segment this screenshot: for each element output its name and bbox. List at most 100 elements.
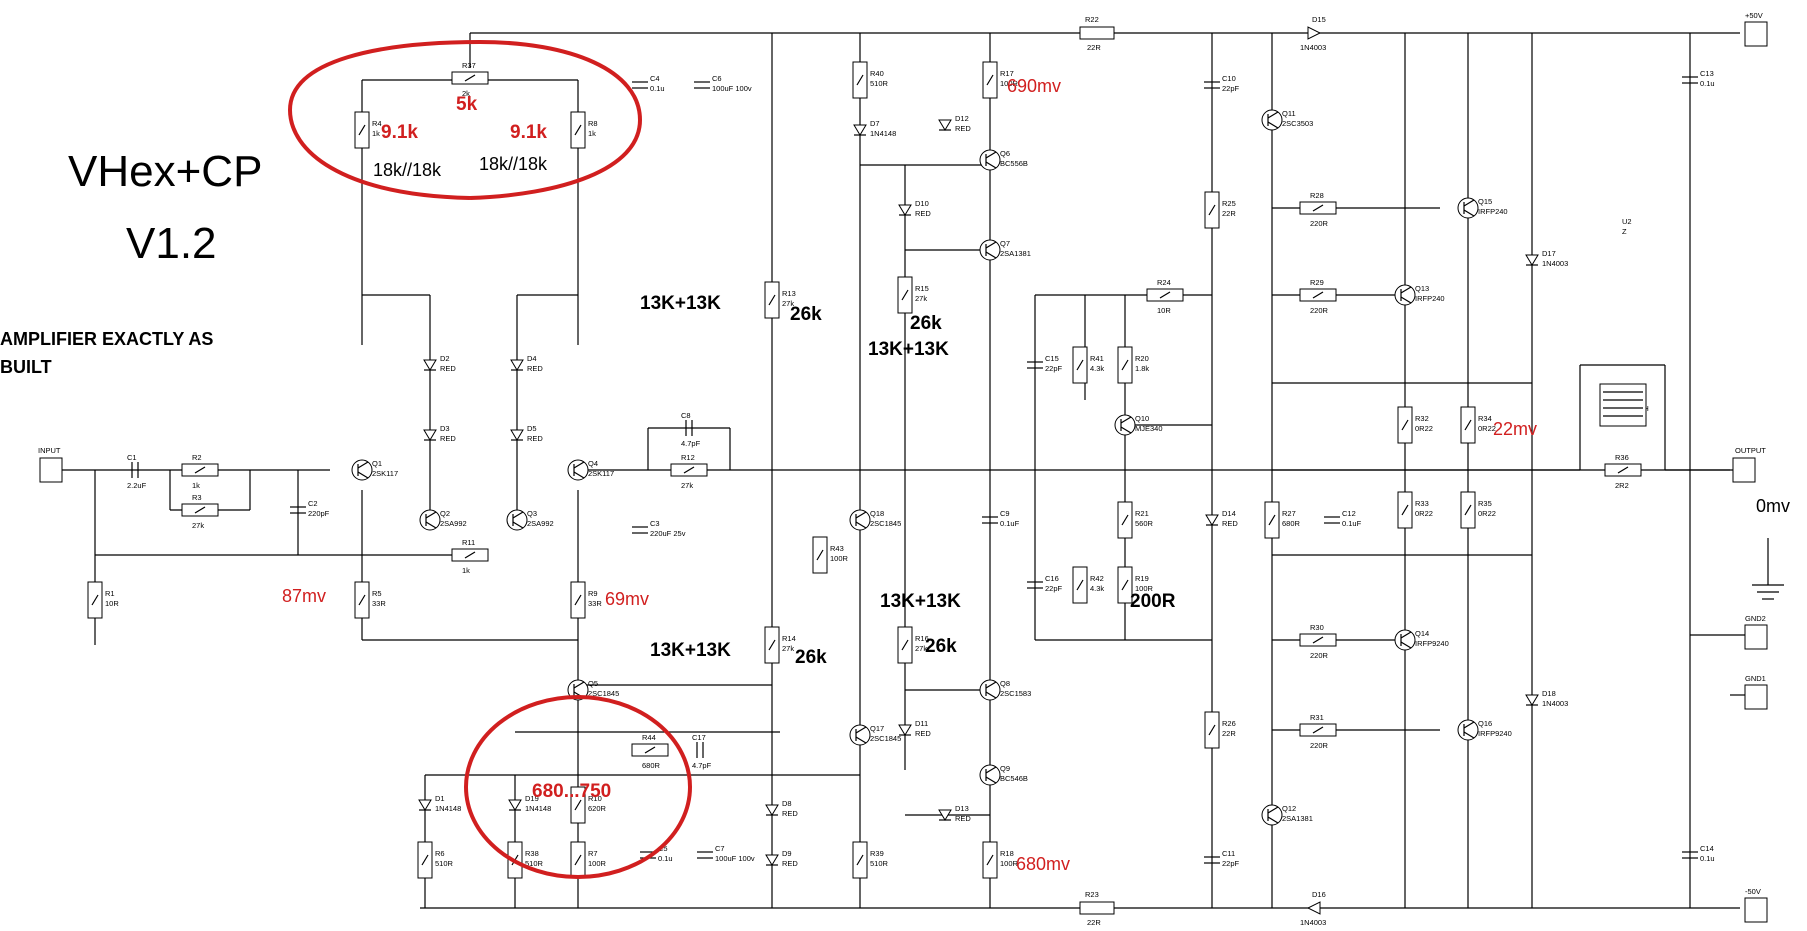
- d15-val: 1N4003: [1300, 43, 1326, 52]
- gnd2-label: GND2: [1745, 614, 1766, 623]
- component-ref: Q14: [1415, 629, 1429, 638]
- pos-rail-label: +50V: [1745, 11, 1763, 20]
- component-ref: C2: [308, 499, 318, 508]
- title-line1: VHex+CP: [68, 147, 262, 196]
- component-ref: R15: [915, 284, 929, 293]
- component-value: RED: [955, 124, 971, 133]
- component-ref: R41: [1090, 354, 1104, 363]
- component-value: 2.2uF: [127, 481, 147, 490]
- component-ref: R29: [1310, 278, 1324, 287]
- component-ref: Q2: [440, 509, 450, 518]
- component-value: 33R: [588, 599, 602, 608]
- diode-body: [938, 119, 952, 131]
- component-ref: C11: [1222, 849, 1235, 858]
- component-value: 22pF: [1045, 364, 1063, 373]
- component-ref: C13: [1700, 69, 1714, 78]
- r16-split-note: 13K+13K: [880, 591, 961, 612]
- component-value: 2R2: [1615, 481, 1629, 490]
- note-line2: BUILT: [0, 357, 52, 377]
- voltage-r17: 690mv: [1007, 76, 1061, 96]
- component-ref: R19: [1135, 574, 1149, 583]
- component-value: 0.1uF: [1000, 519, 1020, 528]
- component-ref: D12: [955, 114, 969, 123]
- component-ref: D1: [435, 794, 445, 803]
- component-value: BC546B: [1000, 774, 1028, 783]
- pos-rail-connector[interactable]: [1744, 21, 1768, 47]
- component-value: 220R: [1310, 741, 1329, 750]
- component-ref: D9: [782, 849, 792, 858]
- gnd2-connector[interactable]: [1744, 624, 1768, 650]
- component-value: 100R: [830, 554, 849, 563]
- component-ref: Q5: [588, 679, 598, 688]
- component-value: RED: [440, 364, 456, 373]
- component-value: 220uF 25v: [650, 529, 686, 538]
- component-ref: D2: [440, 354, 450, 363]
- r22-body: [1079, 26, 1115, 40]
- r14-value-note: 26k: [795, 647, 827, 668]
- neg-rail-connector[interactable]: [1744, 897, 1768, 923]
- component-value: 1k: [372, 129, 380, 138]
- inductor-l1: [1599, 383, 1647, 427]
- component-ref: R40: [870, 69, 884, 78]
- diode-body: [853, 124, 867, 136]
- component-value: 27k: [782, 644, 794, 653]
- transistor-body: [567, 679, 589, 701]
- component-value: RED: [527, 364, 543, 373]
- component-ref: Q4: [588, 459, 598, 468]
- component-value: 2SA1381: [1000, 249, 1031, 258]
- neg-rail-label: -50V: [1745, 887, 1761, 896]
- component-value: 2SK117: [372, 469, 398, 478]
- r8-annotation: 9.1k: [510, 122, 547, 143]
- component-ref: D3: [440, 424, 450, 433]
- r37-annotation: 5k: [456, 94, 478, 115]
- component-ref: Q3: [527, 509, 537, 518]
- component-ref: C12: [1342, 509, 1356, 518]
- component-value: 2SC1845: [870, 734, 901, 743]
- component-value: IRFP9240: [1478, 729, 1512, 738]
- component-value: 510R: [870, 79, 889, 88]
- component-value: 10R: [105, 599, 119, 608]
- output-connector[interactable]: [1732, 457, 1756, 483]
- component-ref: D14: [1222, 509, 1236, 518]
- component-value: 2SC1845: [588, 689, 619, 698]
- input-connector[interactable]: [39, 457, 63, 483]
- component-c4: C40.1u: [632, 74, 665, 93]
- component-value: IRFP9240: [1415, 639, 1449, 648]
- component-ref: Q18: [870, 509, 884, 518]
- component-ref: R37: [462, 61, 476, 70]
- rail-parts: R22 22R R23 22R D15 1N4003 D16 1N4003: [1079, 15, 1326, 927]
- gnd1-connector[interactable]: [1744, 684, 1768, 710]
- component-value: 0R22: [1478, 424, 1496, 433]
- component-value: 22pF: [1222, 859, 1240, 868]
- component-ref: Q11: [1282, 109, 1296, 118]
- component-ref: R20: [1135, 354, 1149, 363]
- component-value: 0.1u: [658, 854, 673, 863]
- component-value: 22pF: [1045, 584, 1063, 593]
- r16-value-note: 26k: [925, 636, 957, 657]
